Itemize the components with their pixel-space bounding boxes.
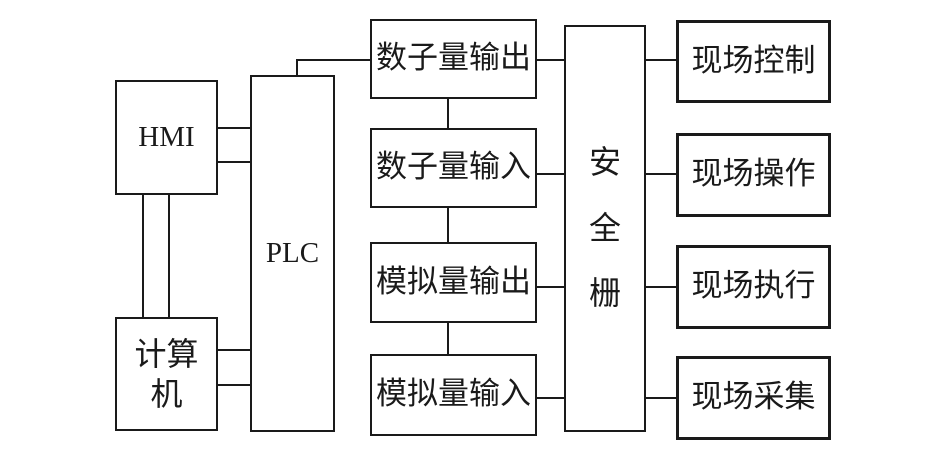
field-device-label: 现场操作 [691,156,816,193]
computer-label-line-2: 机 [150,375,183,413]
field-device-control: 现场控制 [676,20,831,103]
safety-barrier-char-2: 全 [588,208,621,247]
field-device-acquisition: 现场采集 [676,356,831,440]
io-module-digital-output: 数子量输出 [370,19,537,99]
safety-barrier-box: 安 全 栅 [564,25,646,432]
field-device-execution: 现场执行 [676,245,831,329]
computer-label-line-1: 计算 [134,335,199,373]
io-module-label: 模拟量输入 [376,376,531,413]
io-module-analog-input: 模拟量输入 [370,354,537,436]
hmi-box: HMI [115,80,218,195]
io-module-analog-output: 模拟量输出 [370,242,537,323]
field-device-label: 现场执行 [691,268,816,305]
safety-barrier-label: 安 全 栅 [589,130,621,327]
plc-io-bus [296,59,371,76]
safety-barrier-char-3: 栅 [588,274,621,313]
computer-label: 计算 机 [134,334,198,414]
field-device-label: 现场控制 [691,42,816,79]
safety-barrier-char-1: 安 [588,143,621,182]
io-module-digital-input: 数子量输入 [370,128,537,208]
field-device-label: 现场采集 [691,379,816,416]
plc-box: PLC [250,75,335,432]
field-device-operation: 现场操作 [676,133,831,217]
io-module-label: 模拟量输出 [376,263,531,300]
io-module-label: 数子量输入 [376,149,531,186]
io-module-label: 数子量输出 [376,40,531,77]
computer-box: 计算 机 [115,317,218,431]
hmi-label: HMI [138,120,195,153]
plc-label: PLC [265,236,320,269]
